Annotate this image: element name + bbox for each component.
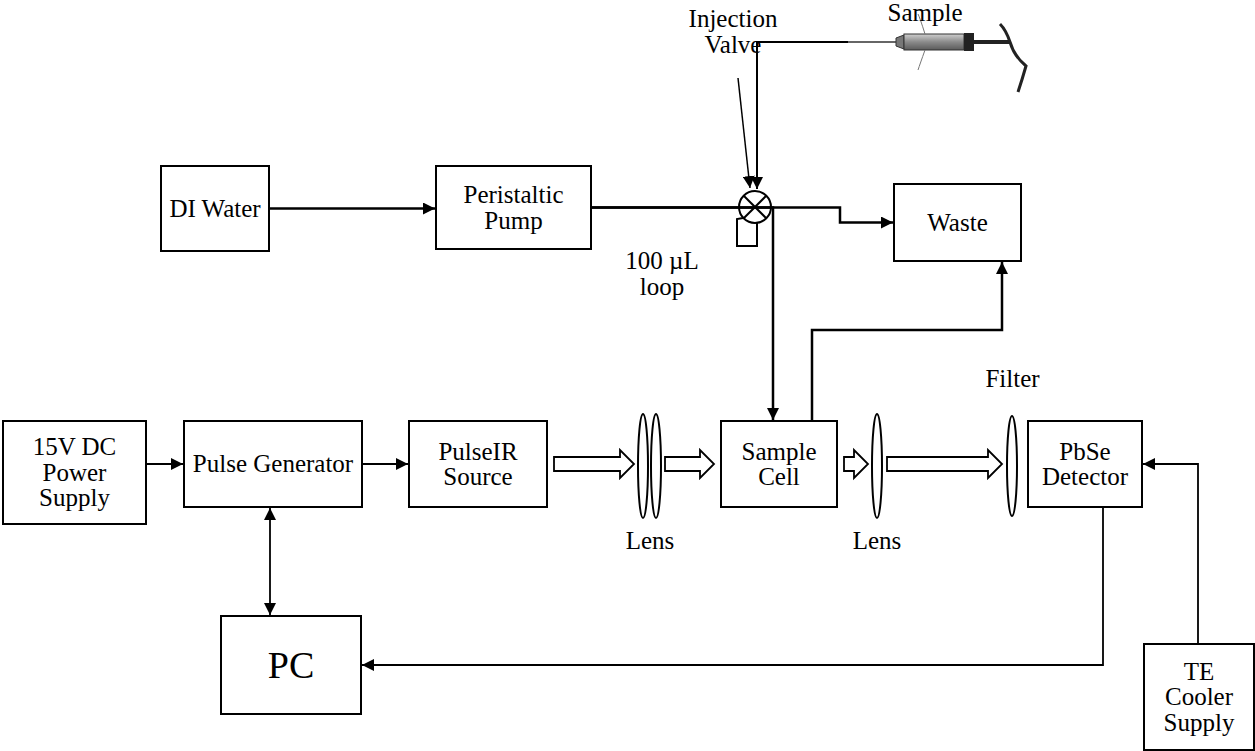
flow-line <box>592 208 773 421</box>
part-label: Sample <box>880 0 970 26</box>
box-label: Sample Cell <box>728 439 830 490</box>
process-box: PulseIR Source <box>408 420 548 508</box>
flow-line <box>812 262 1002 420</box>
box-label: Peristaltic Pump <box>443 182 584 233</box>
box-label: DI Water <box>169 196 260 222</box>
box-label: Pulse Generator <box>193 451 353 477</box>
box-label: PulseIR Source <box>416 439 540 490</box>
flow-line <box>592 208 893 223</box>
process-box: PbSe Detector <box>1027 420 1143 508</box>
process-box: Sample Cell <box>720 420 838 508</box>
part-label: Injection Valve <box>668 6 798 57</box>
box-label: PbSe Detector <box>1035 439 1135 490</box>
process-box: Waste <box>893 183 1022 262</box>
box-label: TE Cooler Supply <box>1151 659 1247 736</box>
syringe-symbol <box>848 14 1026 92</box>
flow-line <box>270 207 435 210</box>
light-beam-arrow <box>554 450 714 478</box>
part-label: Lens <box>615 528 685 554</box>
box-label: PC <box>268 646 314 685</box>
part-label: 100 µL loop <box>614 248 710 299</box>
process-box: Pulse Generator <box>183 420 363 508</box>
signal-wire <box>1143 464 1198 643</box>
signal-wire <box>362 508 1103 665</box>
part-label: Lens <box>842 528 912 554</box>
signal-wire <box>147 463 183 465</box>
process-box: Peristaltic Pump <box>435 165 592 250</box>
process-box: PC <box>220 615 362 715</box>
light-beam-arrow <box>844 450 1002 478</box>
process-box: DI Water <box>160 165 270 252</box>
sample-loop <box>737 218 757 246</box>
signal-wire <box>363 463 408 465</box>
leader-line <box>738 78 750 188</box>
box-label: Waste <box>927 210 987 236</box>
process-box: 15V DC Power Supply <box>2 420 147 525</box>
part-label: Filter <box>975 366 1050 392</box>
process-box: TE Cooler Supply <box>1143 643 1255 751</box>
box-label: 15V DC Power Supply <box>10 434 139 511</box>
sample-line <box>757 42 848 189</box>
signal-wire <box>269 508 271 615</box>
lens-symbol <box>638 414 1017 518</box>
